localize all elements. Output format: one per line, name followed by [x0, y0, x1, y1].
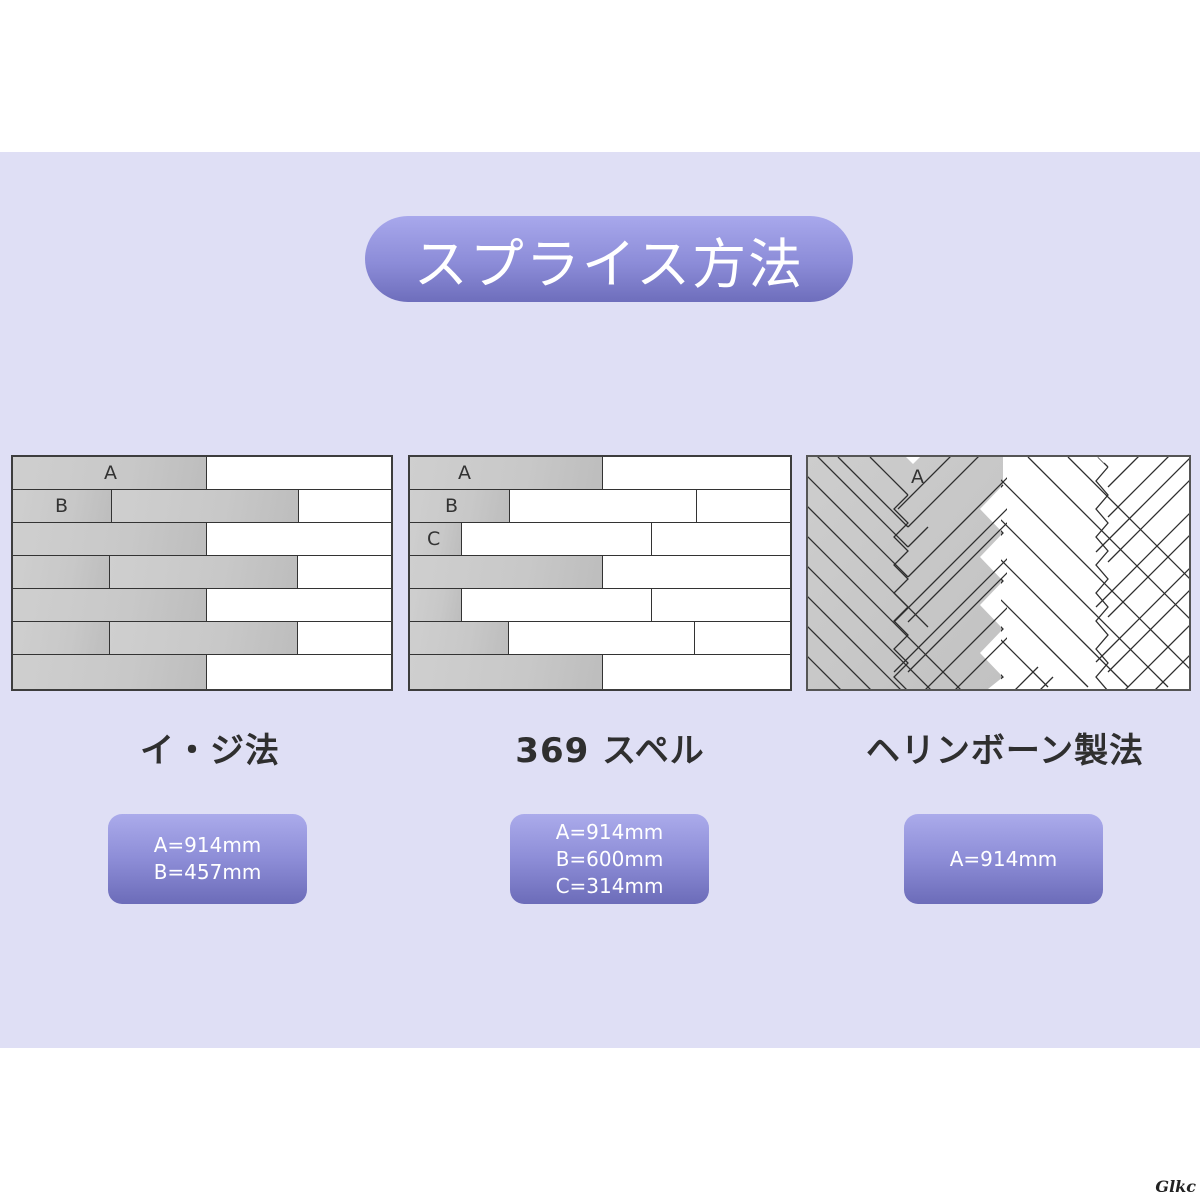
tile — [697, 490, 790, 522]
spec-box-369: A=914mm B=600mm C=314mm — [510, 814, 709, 904]
tile-a: A — [13, 457, 207, 489]
tile — [207, 457, 391, 489]
tile-b: B — [13, 490, 112, 522]
tile — [13, 589, 207, 621]
pattern-diagram-369: A B C — [408, 455, 792, 691]
tile — [510, 490, 697, 522]
tile-row: A — [410, 457, 790, 490]
tile-row — [410, 589, 790, 622]
spec-box-herringbone: A=914mm — [904, 814, 1103, 904]
tile-row — [13, 589, 391, 622]
tile-row: C — [410, 523, 790, 556]
method-name-369: 369 スペル — [515, 730, 705, 771]
tile-row — [13, 556, 391, 589]
spec-line: C=314mm — [555, 873, 664, 898]
spec-box-half-offset: A=914mm B=457mm — [108, 814, 307, 904]
tile — [603, 655, 790, 689]
tile — [603, 556, 790, 588]
tile-row — [410, 556, 790, 589]
page-title: スプライス方法 — [413, 232, 805, 296]
tile-row: B — [13, 490, 391, 523]
tile — [13, 523, 207, 555]
method-name-herringbone: ヘリンボーン製法 — [865, 730, 1145, 771]
method-name-half-offset: イ・ジ法 — [140, 730, 280, 771]
tile — [462, 589, 652, 621]
tile — [207, 589, 391, 621]
tile-b: B — [410, 490, 510, 522]
tile-row — [410, 655, 790, 689]
tile-label-b: B — [445, 495, 459, 517]
tile-row: A — [13, 457, 391, 490]
tile — [652, 523, 790, 555]
spec-line: B=600mm — [555, 846, 664, 871]
spec-line: A=914mm — [153, 833, 262, 857]
spec-line: A=914mm — [555, 819, 664, 844]
tile-a: A — [410, 457, 603, 489]
tile-label-a: A — [104, 462, 117, 484]
tile — [603, 457, 790, 489]
tile — [110, 556, 298, 588]
tile-label-a: A — [458, 462, 471, 484]
tile — [13, 556, 110, 588]
tile — [298, 622, 391, 654]
tile — [13, 655, 207, 689]
tile-label-a: A — [911, 466, 924, 488]
tile — [695, 622, 790, 654]
tile — [410, 622, 509, 654]
tile — [410, 556, 603, 588]
watermark: Glkc — [1155, 1177, 1196, 1196]
tile-row: B — [410, 490, 790, 523]
herringbone-pattern — [808, 457, 1189, 689]
tile — [112, 490, 299, 522]
tile — [298, 556, 391, 588]
tile-row — [13, 655, 391, 689]
tile — [410, 589, 462, 621]
tile-row — [410, 622, 790, 655]
tile — [207, 655, 391, 689]
tile — [110, 622, 298, 654]
tile-c: C — [410, 523, 462, 555]
tile — [299, 490, 391, 522]
tile — [410, 655, 603, 689]
spec-line: B=457mm — [153, 860, 262, 884]
tile-row — [13, 523, 391, 556]
pattern-diagram-half-offset: A B — [11, 455, 393, 691]
tile — [652, 589, 790, 621]
pattern-diagram-herringbone: A — [806, 455, 1191, 691]
tile — [509, 622, 695, 654]
tile — [462, 523, 652, 555]
tile-label-b: B — [55, 495, 69, 517]
spec-line: A=914mm — [949, 846, 1058, 871]
tile-row — [13, 622, 391, 655]
title-banner: スプライス方法 — [365, 216, 853, 302]
tile — [13, 622, 110, 654]
tile — [207, 523, 391, 555]
tile-label-c: C — [427, 528, 441, 550]
